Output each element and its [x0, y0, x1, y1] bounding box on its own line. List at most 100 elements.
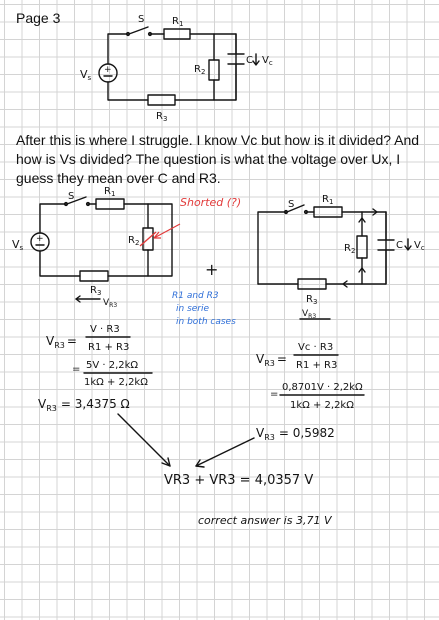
switch-blade [286, 204, 305, 213]
wire-right-top-b [325, 211, 387, 285]
circuit-right: S R1 R2 R3 C Vc VR3 [257, 194, 425, 320]
calc-left-result-lhs-sub: R3 [46, 404, 57, 413]
svg-text:R2: R2 [128, 235, 139, 247]
vc-arrow-head [404, 245, 412, 251]
arrow-left-shaft [117, 413, 171, 467]
label-r1-sub: 1 [179, 20, 183, 28]
label-source: V [80, 68, 88, 81]
label-r1: R [172, 16, 179, 27]
calc-right-eq2: = [270, 389, 278, 400]
voltage-source [30, 232, 50, 252]
calc-left-result: = 3,4375 Ω [61, 397, 130, 411]
resistor-r3 [297, 278, 327, 290]
svg-text:VR3= 3,4375 Ω: VR3 = 3,4375 Ω [38, 397, 130, 413]
arrow-left-head [161, 457, 171, 467]
label-r3-sub: 3 [163, 115, 167, 123]
calc-left-num2: 5V · 2,2kΩ [86, 360, 138, 371]
svg-text:R2: R2 [194, 64, 205, 76]
calc-left-num: V · R3 [90, 324, 120, 335]
svg-text:R1: R1 [172, 16, 183, 28]
arrow-right-head [195, 459, 205, 468]
wire-right-left [257, 211, 287, 285]
label-r2: R [128, 235, 135, 246]
shorted-note: Shorted (?) [180, 196, 241, 209]
svg-text:Vs: Vs [80, 68, 92, 82]
source-plus: + [104, 65, 112, 75]
label-switch: S [68, 191, 74, 202]
svg-text:VR3: VR3 [103, 298, 117, 309]
label-vc-sub: c [269, 59, 273, 67]
vr3-arrow-head [75, 295, 81, 303]
short-pointer-head [153, 231, 161, 239]
wire-top-right [174, 33, 237, 101]
label-vr3: V [302, 309, 309, 319]
label-r2: R [194, 64, 201, 75]
wire-left-top-a [39, 203, 67, 234]
svg-text:R3: R3 [90, 285, 101, 297]
label-cap: C [246, 55, 253, 66]
calc-right-result-lhs-sub: R3 [264, 433, 275, 442]
circuit-left: + Shorted (?) S R1 R2 R3 Vs VR3 [12, 186, 241, 309]
calc-left: VR3= V · R3 R1 + R3 = 5V · 2,2kΩ 1kΩ + 2… [38, 324, 153, 413]
label-source-sub: s [20, 244, 24, 252]
svg-text:Vc: Vc [414, 240, 425, 252]
label-vr3-sub: R3 [308, 313, 316, 320]
resistor-r2 [142, 227, 154, 251]
calc-right-den2: 1kΩ + 2,2kΩ [290, 400, 354, 411]
calc-right-num2: 0,8701V · 2,2kΩ [282, 382, 363, 393]
label-r2-sub: 2 [201, 68, 205, 76]
label-r2-sub: 2 [135, 239, 139, 247]
label-r3: R [90, 285, 97, 296]
label-vc-sub: c [421, 244, 425, 252]
switch-contact-b [85, 201, 91, 207]
calc-left-lhs: V [46, 334, 55, 348]
calc-right-eq: = [277, 352, 287, 366]
calc-left-result-lhs: V [38, 397, 47, 411]
resistor-r2 [208, 59, 220, 81]
label-r1: R [322, 194, 329, 205]
calc-right-result-lhs: V [256, 426, 265, 440]
current-arrow-top [372, 208, 378, 216]
vc-arrow-head [252, 60, 260, 66]
calc-right-den: R1 + R3 [296, 360, 337, 371]
calc-right-lhs-sub: R3 [264, 359, 275, 368]
short-pointer [153, 223, 181, 239]
arrow-right-shaft [195, 437, 255, 467]
resistor-r1 [313, 206, 343, 218]
switch-blade [128, 26, 149, 35]
resistor-r1 [163, 28, 191, 40]
label-r3: R [306, 294, 313, 305]
label-source: V [12, 238, 20, 251]
label-r3: R [156, 111, 163, 122]
resistor-r2 [356, 235, 368, 259]
calc-right-num: Vc · R3 [298, 342, 333, 353]
switch-blade [66, 196, 87, 205]
svg-text:VR3: VR3 [302, 309, 316, 320]
svg-text:VR3=: VR3= [256, 352, 287, 368]
label-r2-sub: 2 [351, 247, 355, 255]
label-vr3-sub: R3 [109, 302, 117, 309]
calc-left-lhs-sub: R3 [54, 341, 65, 350]
blue-note-line-1: R1 and R3 [172, 291, 219, 301]
current-arrow-r2-top [358, 217, 366, 223]
calc-right-result: = 0,5982 [279, 426, 335, 440]
calc-left-eq: = [67, 334, 77, 348]
blue-note: R1 and R3 in serie in both cases [172, 291, 236, 327]
calc-left-den2: 1kΩ + 2,2kΩ [84, 377, 148, 388]
blue-note-line-2: in serie [176, 304, 209, 314]
svg-text:R1: R1 [104, 186, 115, 198]
label-r2: R [344, 243, 351, 254]
wire-left-bottom [39, 250, 81, 277]
wire-left-right [107, 203, 173, 277]
label-r1-sub: 1 [111, 190, 115, 198]
svg-text:Vs: Vs [12, 238, 24, 252]
label-r1-sub: 1 [329, 198, 333, 206]
svg-text:R3: R3 [306, 294, 317, 306]
resistor-r3 [147, 94, 176, 106]
svg-text:R1: R1 [322, 194, 333, 206]
circuit-top: + S R1 R2 R3 C Vc Vs [80, 14, 273, 123]
question-paragraph: After this is where I struggle. I know V… [16, 132, 420, 186]
label-switch: S [138, 14, 144, 25]
correct-answer: correct answer is 3,71 V [198, 514, 333, 527]
